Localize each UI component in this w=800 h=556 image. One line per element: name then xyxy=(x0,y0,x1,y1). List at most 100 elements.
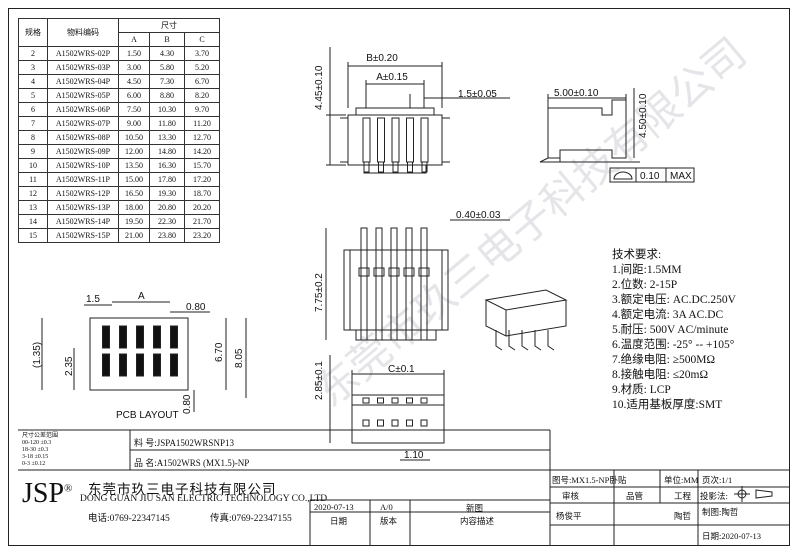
bottom-pin-contact xyxy=(406,419,413,427)
dim-c: C±0.1 xyxy=(388,364,415,375)
iso-pin xyxy=(508,330,516,351)
front-pin-latch xyxy=(373,267,385,277)
bottom-pin-top xyxy=(362,397,370,404)
dim-pin-offset: 1.10 xyxy=(404,450,424,461)
iso-pin xyxy=(534,330,542,351)
top-pin xyxy=(362,117,371,163)
company-phone: 电话:0769-22347145 xyxy=(88,514,170,524)
bottom-pin-top xyxy=(406,397,413,404)
dim-w500: 5.00±0.10 xyxy=(554,88,599,99)
material-no: 料 号:JSPA1502WRSNP13 xyxy=(134,438,234,448)
unit: 单位:MM xyxy=(664,475,699,485)
iso-pin xyxy=(547,330,555,351)
engineering-label: 工程 xyxy=(674,491,692,501)
front-pin-latch xyxy=(418,267,430,277)
bottom-pin-top xyxy=(420,397,428,404)
requirement-item: 9.材质: LCP xyxy=(612,384,671,396)
company-name-cn: 东莞市玖三电子科技有限公司 xyxy=(88,482,277,498)
product-name: 品 名:A1502WRS (MX1.5)-NP xyxy=(134,458,250,468)
review-label: 审核 xyxy=(562,491,580,501)
header-part-no: 物料编码 xyxy=(47,18,119,47)
technical-requirements: 技术要求: 1.间距:1.5MM 2.位数: 2-15P 3.额定电压: AC.DC… xyxy=(612,248,736,413)
pcb-d135: (1.35) xyxy=(32,342,43,368)
tolerance-row: 0-3 ±0.12 xyxy=(22,461,46,467)
top-pin xyxy=(420,117,429,163)
pcb-d15: 1.5 xyxy=(86,294,100,305)
requirement-item: 6.温度范围: -25° -- +105° xyxy=(612,339,735,351)
pcb-pad xyxy=(119,353,127,377)
dim-h445: 4.45±0.10 xyxy=(314,65,325,110)
pcb-layout-title: PCB LAYOUT xyxy=(116,410,179,421)
pcb-d080b: 0.80 xyxy=(182,394,193,414)
pcb-d235: 2.35 xyxy=(64,356,75,376)
requirement-item: 3.额定电压: AC.DC.250V xyxy=(612,294,736,306)
revision-desc: 新图 xyxy=(466,503,484,513)
header-date: 日期 xyxy=(330,516,348,526)
front-pin xyxy=(405,227,413,341)
table-cell: 15 xyxy=(18,228,48,243)
page-number: 页次:1/1 xyxy=(702,475,733,485)
pcb-a: A xyxy=(138,291,145,302)
requirement-item: 8.接触电阻: ≤20mΩ xyxy=(612,369,708,381)
revision-version: A/0 xyxy=(380,502,393,512)
iso-pin xyxy=(521,330,529,351)
front-pin-latch xyxy=(358,267,370,277)
quality-label: 品管 xyxy=(626,491,644,501)
pcb-d670: 6.70 xyxy=(214,342,225,362)
drawing-date: 日期:2020-07-13 xyxy=(702,531,762,541)
pcb-pad xyxy=(102,325,110,349)
front-pin-latch xyxy=(403,267,415,277)
reviewer-name: 杨俊平 xyxy=(556,511,582,521)
front-pin-latch xyxy=(388,267,400,277)
requirement-item: 4.额定电流: 3A AC.DC xyxy=(612,309,724,321)
header-description: 内容描述 xyxy=(460,516,495,526)
bottom-pin-contact xyxy=(420,419,428,427)
front-pin xyxy=(360,227,368,341)
front-pin xyxy=(420,227,428,341)
bottom-pin-contact xyxy=(362,419,370,427)
tolerance-row: 18-30 ±0.3 xyxy=(22,447,49,453)
requirement-item: 10.适用基板厚度:SMT xyxy=(612,399,723,411)
bottom-pin-contact xyxy=(377,419,384,427)
tolerance-title: 尺寸公差范围 xyxy=(22,433,59,439)
top-pin-tail xyxy=(407,161,413,173)
bottom-pin-top xyxy=(391,397,399,404)
requirement-item: 1.间距:1.5MM xyxy=(612,264,682,276)
top-pin-tail xyxy=(421,161,428,173)
iso-pin xyxy=(495,330,503,351)
top-pin xyxy=(406,117,414,163)
drafter: 制图:陶哲 xyxy=(702,507,739,517)
top-pin xyxy=(391,117,400,163)
pcb-pad xyxy=(136,325,144,349)
revision-date: 2020-07-13 xyxy=(314,502,354,512)
company-logo: JSP® xyxy=(22,478,73,509)
dim-a: A±0.15 xyxy=(376,72,408,83)
company-name-en: DONG GUAN JIU SAN ELECTRIC TECHNOLOGY CO… xyxy=(80,494,328,504)
requirement-item: 2.位数: 2-15P xyxy=(612,279,678,291)
dim-b: B±0.20 xyxy=(366,53,398,64)
tolerance-row: 3-18 ±0.15 xyxy=(22,454,49,460)
pcb-pad xyxy=(119,325,127,349)
requirement-item: 5.耐压: 500V AC/minute xyxy=(612,324,729,336)
dim-h285: 2.85±0.1 xyxy=(314,361,325,400)
tolerance-row: 00-120 ±0.3 xyxy=(22,440,52,446)
requirements-title: 技术要求: xyxy=(612,249,662,261)
drawing-sheet xyxy=(8,8,790,546)
front-pin xyxy=(390,227,398,341)
bottom-pin-top xyxy=(377,397,384,404)
company-fax: 传真:0769-22347155 xyxy=(210,514,292,524)
table-cell: 23.20 xyxy=(184,228,220,243)
projection-label: 投影法: xyxy=(700,491,728,501)
dim-h450: 4.50±0.10 xyxy=(638,93,649,138)
pcb-pad xyxy=(136,353,144,377)
pcb-pad xyxy=(170,325,178,349)
